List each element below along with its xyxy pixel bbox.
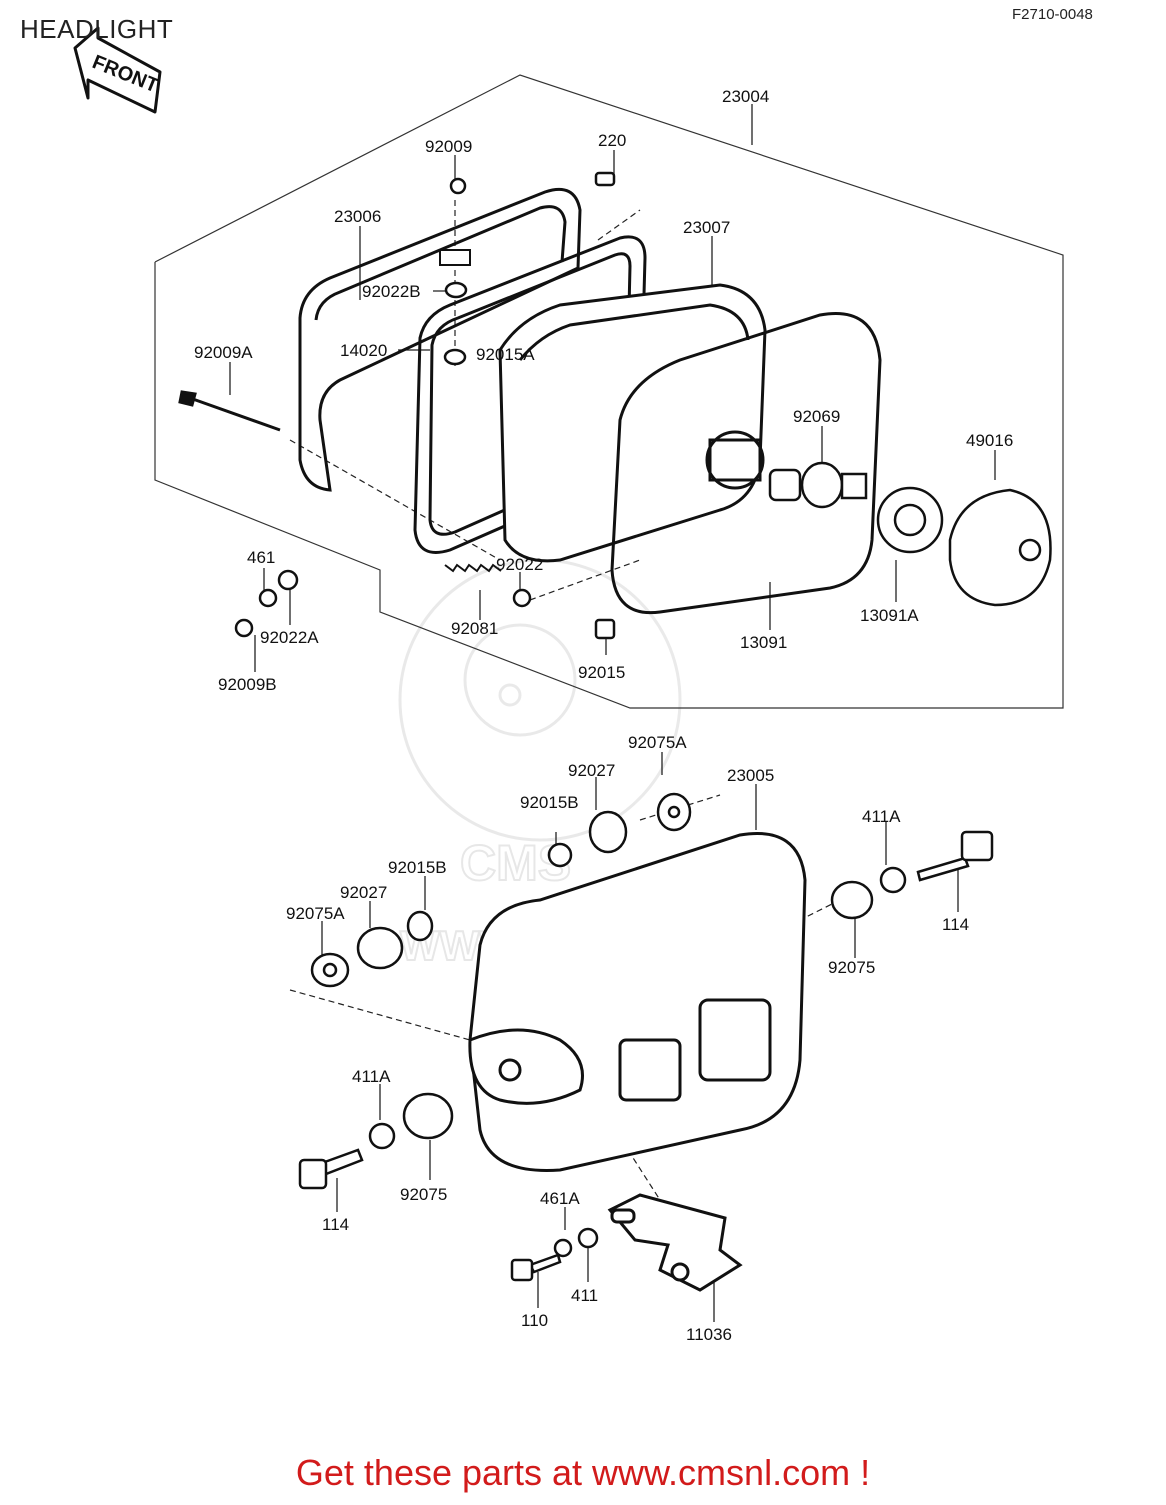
label-92009A: 92009A: [194, 343, 253, 362]
label-13091: 13091: [740, 633, 787, 652]
mounting-ring: [610, 312, 882, 615]
label-92069: 92069: [793, 407, 840, 426]
label-14020: 14020: [340, 341, 387, 360]
bulb-92069: [768, 461, 868, 509]
label-11036: 11036: [686, 1325, 732, 1344]
upper-assembly-outline: [154, 74, 1064, 709]
label-110: 110: [521, 1311, 548, 1330]
label-92027-top: 92027: [568, 761, 615, 780]
label-92009: 92009: [425, 137, 472, 156]
label-13091A: 13091A: [860, 606, 919, 625]
label-92015B-top: 92015B: [520, 793, 579, 812]
label-92081: 92081: [451, 619, 498, 638]
label-49016: 49016: [966, 431, 1013, 450]
label-220: 220: [598, 131, 626, 150]
socket-13091A: [876, 486, 944, 554]
label-461A: 461A: [540, 1189, 580, 1208]
label-411: 411: [571, 1286, 598, 1305]
part-number-labels: 23004 92009 220 23006 23007 92022B 14020…: [194, 87, 1013, 1344]
label-23007: 23007: [683, 218, 730, 237]
label-92015A: 92015A: [476, 345, 535, 364]
label-92022A: 92022A: [260, 628, 319, 647]
label-23004: 23004: [722, 87, 769, 106]
diagram-code: F2710-0048: [1012, 6, 1093, 23]
upper-small-hardware: [234, 171, 616, 640]
headlight-unit-23007: [498, 283, 767, 563]
label-92075-left: 92075: [400, 1185, 447, 1204]
label-114-left: 114: [322, 1215, 349, 1234]
label-92075-right: 92075: [828, 958, 875, 977]
bolt-92009A: [178, 390, 281, 432]
label-92022: 92022: [496, 555, 543, 574]
label-92015: 92015: [578, 663, 625, 682]
spring-92081: [444, 563, 502, 573]
lower-small-hardware: [298, 792, 994, 1282]
label-92015B-left: 92015B: [388, 858, 447, 877]
dust-cover-49016: [948, 488, 1052, 607]
label-23005: 23005: [727, 766, 774, 785]
label-92075A-left: 92075A: [286, 904, 345, 923]
headlight-rim-23006: [298, 187, 582, 492]
diagram-title: HEADLIGHT: [20, 14, 174, 44]
label-411A-right: 411A: [862, 807, 901, 826]
label-92075A-top: 92075A: [628, 733, 687, 752]
bracket-11036: [607, 1193, 743, 1292]
headlight-housing-23005: [468, 832, 807, 1172]
label-411A-left: 411A: [352, 1067, 391, 1086]
label-92009B: 92009B: [218, 675, 277, 694]
promo-banner-link[interactable]: Get these parts at www.cmsnl.com !: [295, 1452, 871, 1493]
label-92022B: 92022B: [362, 282, 421, 301]
label-23006: 23006: [334, 207, 381, 226]
label-461: 461: [247, 548, 275, 567]
label-114-right: 114: [942, 915, 969, 934]
label-92027-left: 92027: [340, 883, 387, 902]
